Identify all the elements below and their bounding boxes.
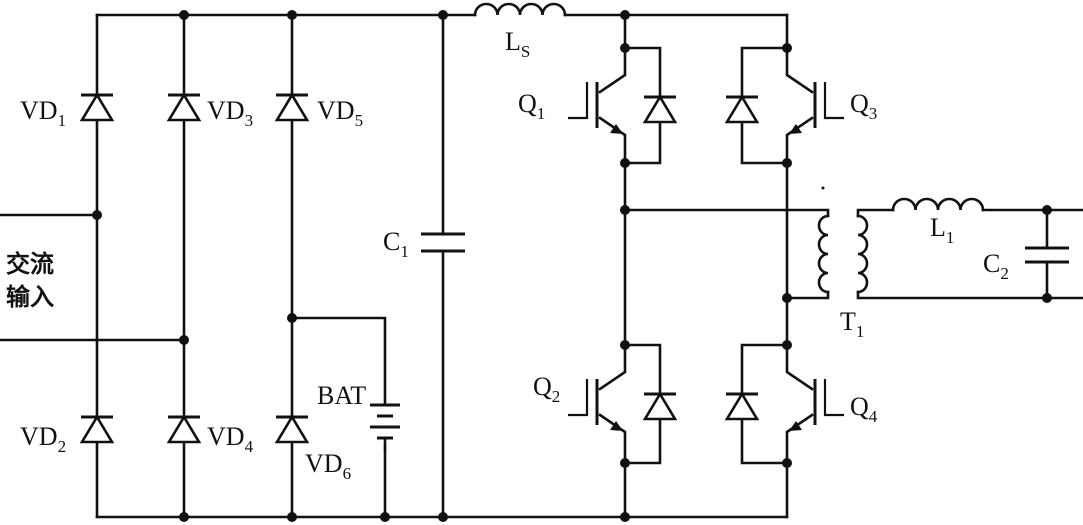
capacitor-c1-symbol — [421, 232, 465, 253]
igbt-q3-symbol — [724, 43, 844, 168]
label-q2: Q2 — [533, 372, 560, 406]
label-t1: T1 — [840, 307, 864, 341]
label-vd3: VD3 — [207, 96, 253, 130]
wiring — [0, 13, 1083, 519]
diode-vd1-symbol — [79, 92, 115, 122]
capacitor-c2-symbol — [1025, 246, 1069, 264]
diode-vd5-symbol — [274, 92, 310, 122]
igbt-q4-symbol — [724, 340, 844, 468]
transformer-t1-symbol — [817, 186, 869, 294]
diode-vd2-symbol — [79, 414, 115, 444]
label-l1: L1 — [930, 213, 954, 247]
label-q4: Q4 — [850, 392, 878, 426]
battery-symbol — [370, 403, 400, 450]
label-vd5: VD5 — [317, 96, 363, 130]
label-ls: LS — [505, 27, 530, 61]
label-c1: C1 — [383, 227, 409, 261]
junction-dots — [92, 10, 1052, 522]
diode-vd4-symbol — [166, 414, 202, 444]
label-vd2: VD2 — [20, 422, 66, 456]
igbt-q1-symbol — [568, 43, 678, 168]
label-bat: BAT — [317, 381, 366, 410]
label-vd1: VD1 — [20, 96, 66, 130]
label-q1: Q1 — [518, 89, 545, 123]
diode-vd3-symbol — [166, 92, 202, 122]
label-c2: C2 — [983, 249, 1009, 283]
diode-vd6-symbol — [274, 414, 310, 444]
inductor-ls-symbol — [473, 2, 567, 17]
label-ac-input-line1: 交流 — [6, 250, 54, 278]
inductor-l1-symbol — [891, 197, 985, 212]
label-ac-input-line2: 输入 — [6, 283, 54, 311]
label-vd4: VD4 — [207, 422, 254, 456]
igbt-q2-symbol — [568, 340, 678, 468]
label-q3: Q3 — [850, 89, 877, 123]
label-vd6: VD6 — [305, 449, 351, 483]
